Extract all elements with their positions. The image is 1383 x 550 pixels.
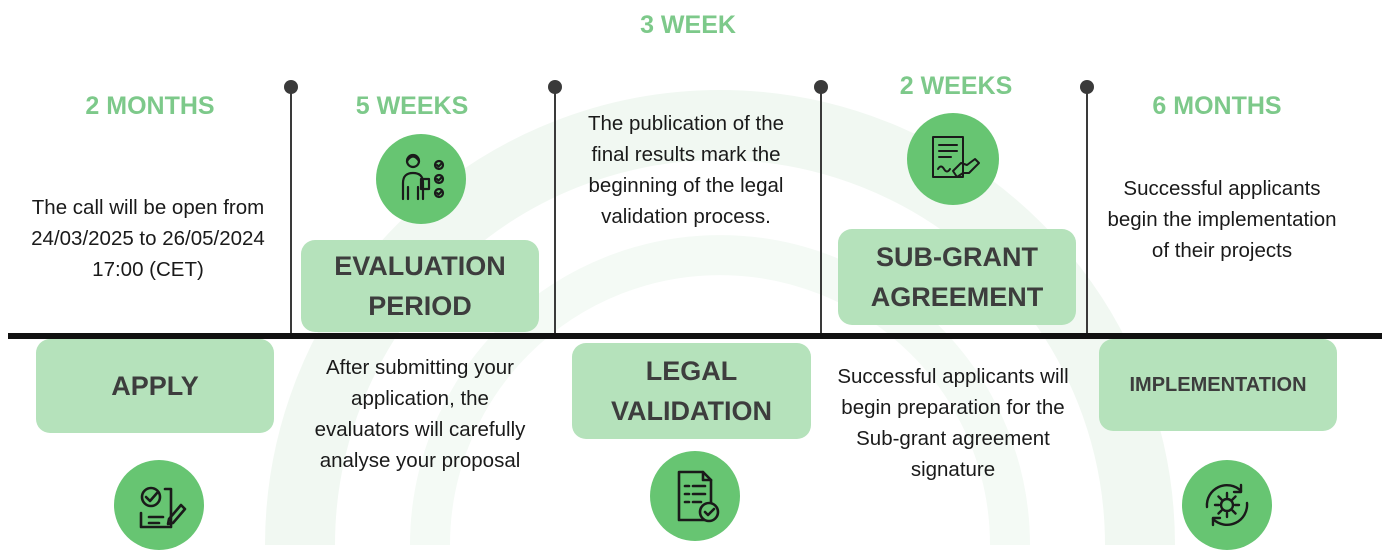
legal-phase-label: LEGAL VALIDATION [611, 356, 772, 426]
gear-cycle-icon [1182, 460, 1272, 550]
checklist-edit-icon [114, 460, 204, 550]
evaluation-phase-label: EVALUATION PERIOD [334, 251, 506, 321]
contract-handshake-icon [907, 113, 999, 205]
subgrant-description: Successful applicants will begin prepara… [837, 365, 1069, 481]
apply-duration: 2 MONTHS [85, 92, 215, 120]
evaluation-description: After submitting your application, the e… [314, 356, 526, 472]
legal-description: The publication of the final results mar… [587, 112, 785, 228]
timeline-marker [548, 80, 562, 94]
subgrant-phase-label: SUB-GRANT AGREEMENT [870, 242, 1044, 312]
timeline-marker [1080, 80, 1094, 94]
timeline-divider [290, 88, 292, 333]
apply-phase-box: APPLY [36, 339, 274, 433]
document-check-icon [650, 451, 740, 541]
evaluation-phase-box: EVALUATION PERIOD [301, 240, 539, 332]
implementation-description: Successful applicants begin the implemen… [1107, 177, 1337, 262]
subgrant-phase-box: SUB-GRANT AGREEMENT [838, 229, 1076, 325]
legal-phase-box: LEGAL VALIDATION [572, 343, 811, 439]
timeline-axis [8, 333, 1382, 339]
implementation-phase-label: IMPLEMENTATION [1129, 374, 1307, 396]
legal-duration: 3 WEEK [640, 11, 736, 39]
subgrant-duration: 2 WEEKS [899, 72, 1013, 100]
implementation-phase-box: IMPLEMENTATION [1099, 339, 1337, 431]
evaluation-duration: 5 WEEKS [355, 92, 469, 120]
implementation-duration: 6 MONTHS [1152, 92, 1282, 120]
evaluator-checklist-icon [376, 134, 466, 224]
timeline-marker [284, 80, 298, 94]
timeline-divider [554, 88, 556, 333]
apply-phase-label: APPLY [111, 371, 199, 401]
timeline-divider [820, 88, 822, 333]
apply-description: The call will be open from 24/03/2025 to… [31, 196, 265, 281]
timeline-marker [814, 80, 828, 94]
timeline-divider [1086, 88, 1088, 333]
